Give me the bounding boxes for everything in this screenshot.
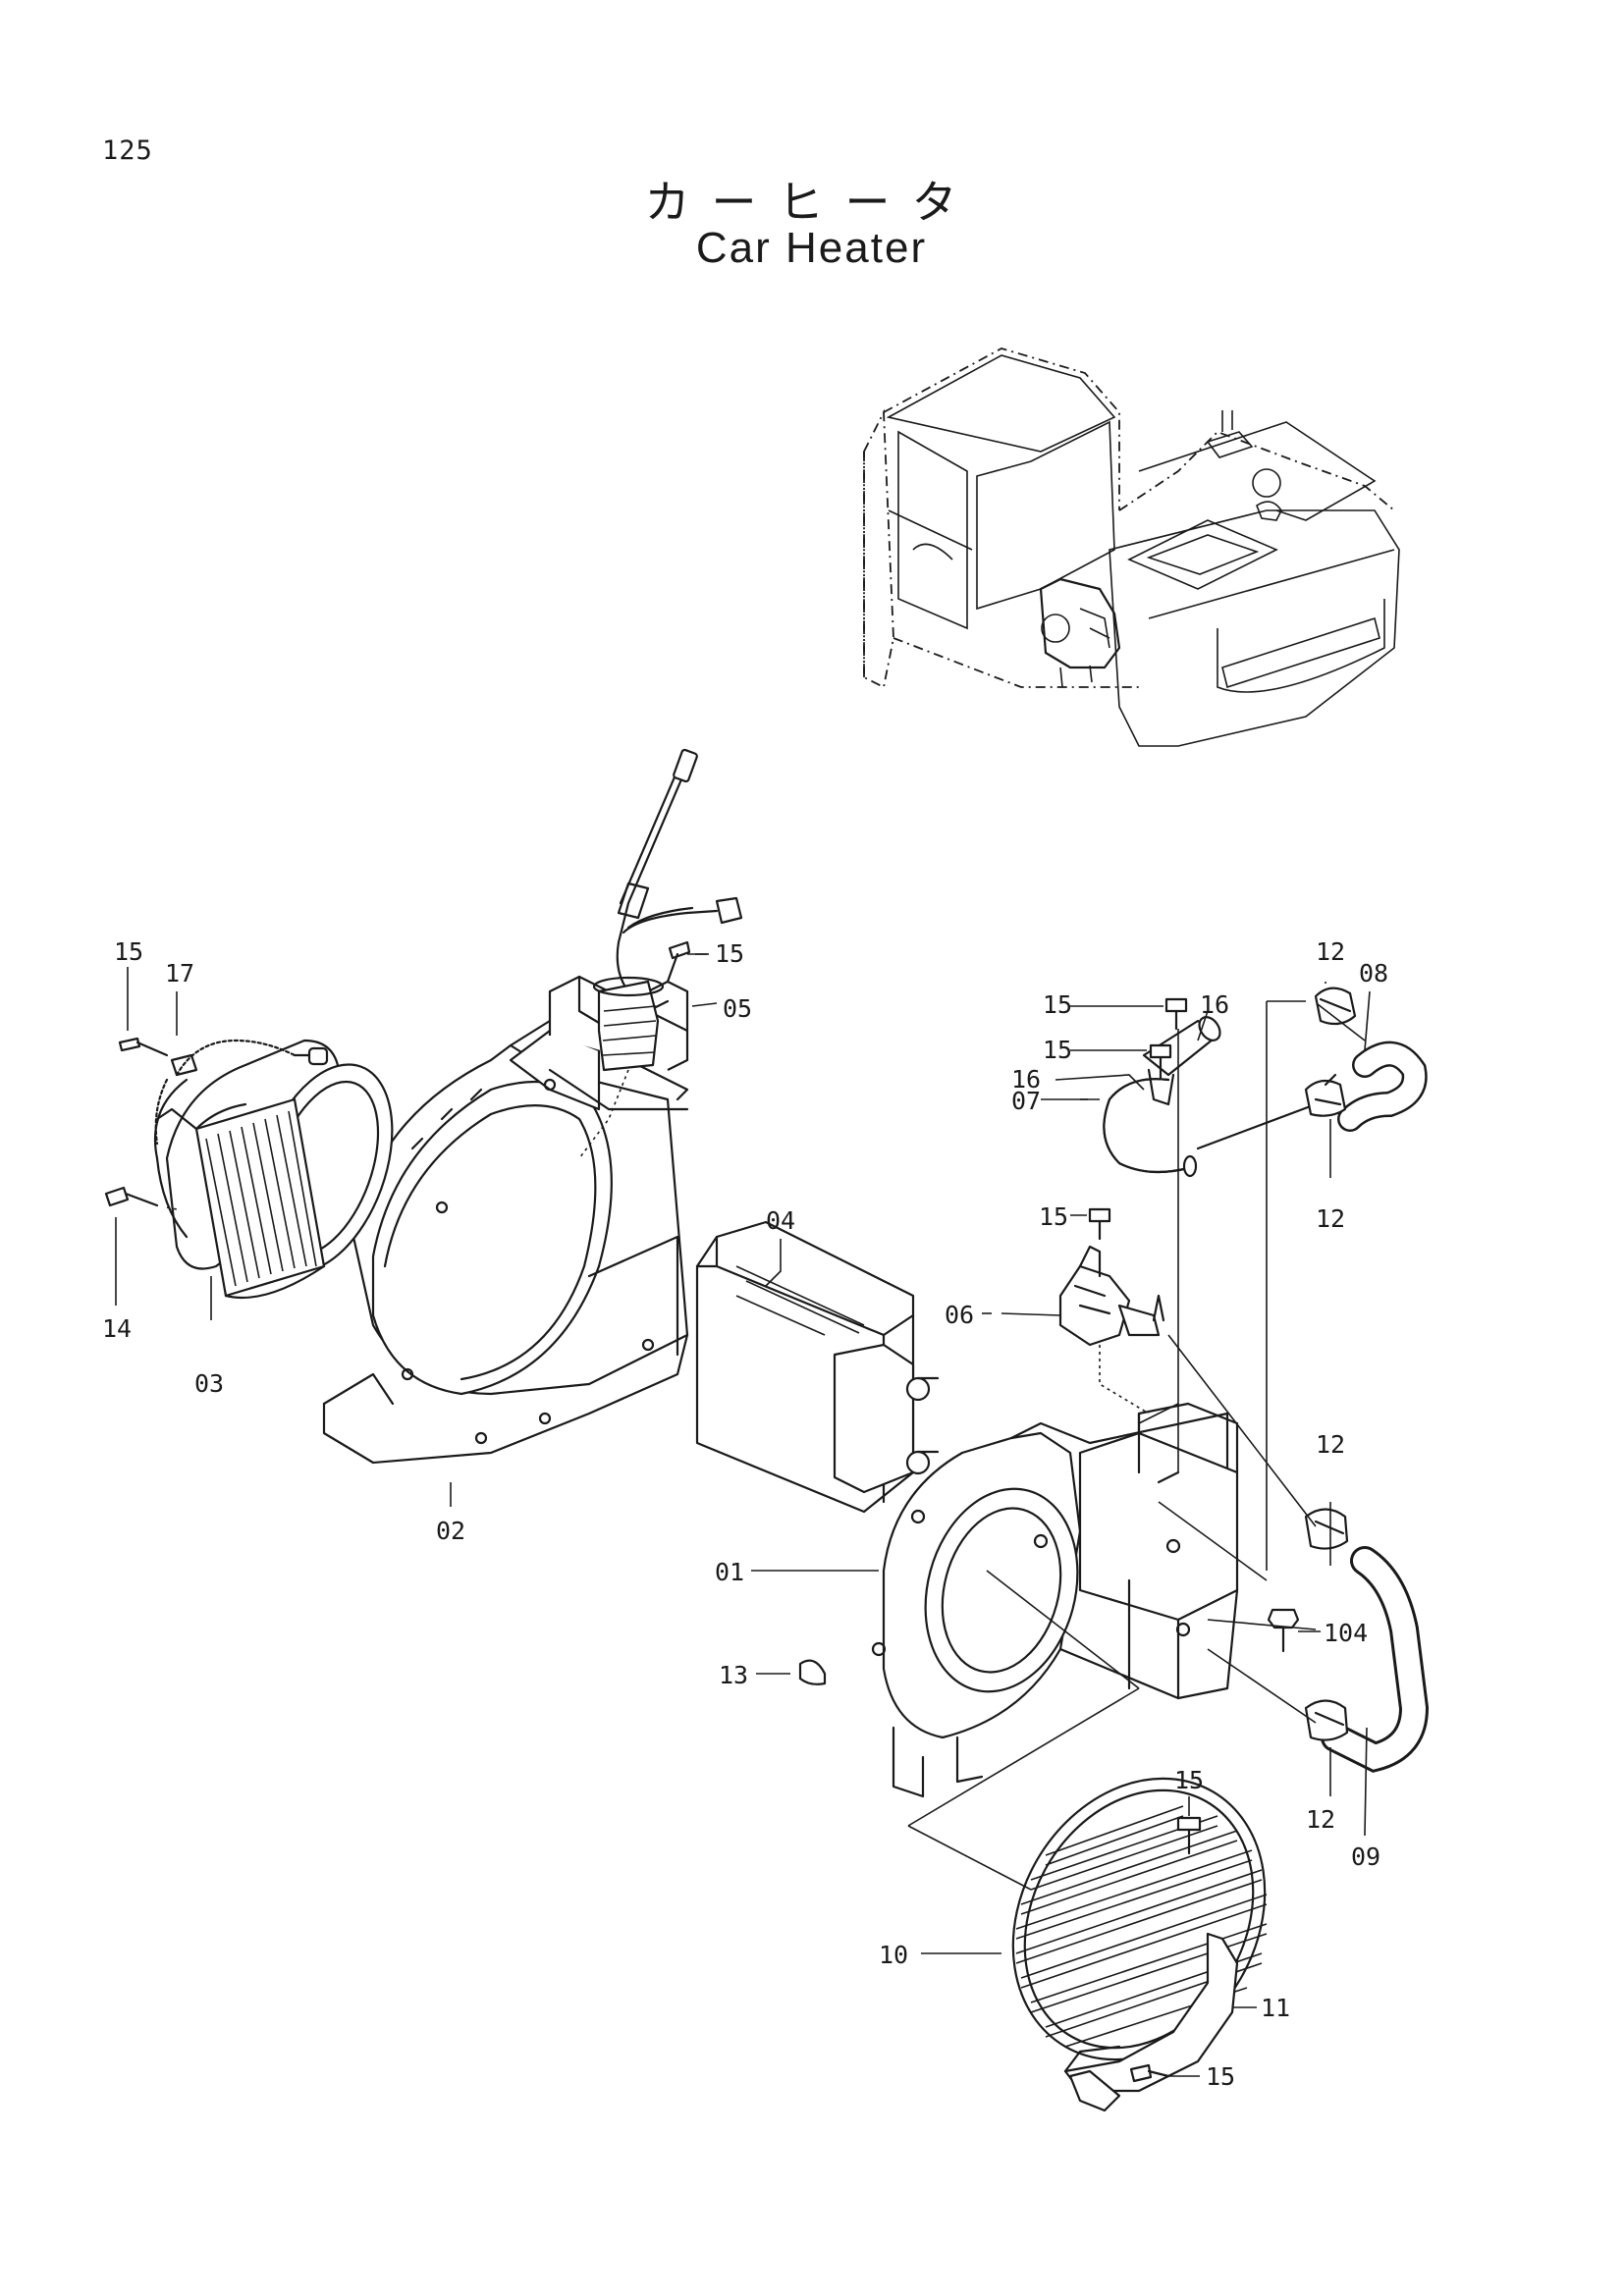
callout-15f: 15 — [1174, 1766, 1204, 1794]
callout-02: 02 — [436, 1517, 465, 1545]
title-japanese: カーヒータ — [644, 176, 979, 229]
callout-07: 07 — [1011, 1087, 1041, 1115]
part-05-control-cable — [578, 748, 743, 1159]
callout-10: 10 — [879, 1941, 908, 1969]
part-13-clip — [798, 1659, 827, 1685]
callout-12c: 12 — [1316, 1430, 1345, 1459]
callout-104: 104 — [1324, 1619, 1368, 1647]
callout-12b: 12 — [1316, 1204, 1345, 1233]
page-number: 125 — [102, 135, 153, 166]
callout-15c: 15 — [1043, 990, 1072, 1019]
part-06-water-valve — [1058, 1245, 1165, 1415]
excavator-overview-illustration — [863, 347, 1400, 747]
callout-16a: 16 — [1200, 990, 1229, 1019]
label-dashes — [695, 953, 1088, 1314]
part-07-u-pipe — [1103, 1016, 1221, 1178]
part-04-heater-core — [695, 1220, 940, 1514]
callout-03: 03 — [194, 1369, 224, 1398]
title-english: Car Heater — [695, 224, 928, 272]
callout-11: 11 — [1261, 1994, 1290, 2022]
callout-05: 05 — [723, 994, 752, 1023]
callout-17: 17 — [165, 959, 194, 988]
callout-09: 09 — [1351, 1842, 1380, 1871]
callout-15b: 15 — [715, 939, 744, 968]
callout-labels: 01 02 03 04 05 06 07 08 09 10 11 12 12 1… — [102, 937, 1388, 2091]
callout-13: 13 — [719, 1661, 748, 1689]
part-09-hose — [1321, 1546, 1430, 1773]
screws-and-bolts — [104, 940, 1300, 2083]
callout-08: 08 — [1359, 959, 1388, 988]
callout-15a: 15 — [114, 937, 143, 966]
callout-15e: 15 — [1039, 1202, 1068, 1231]
part-17-wire-harness — [154, 1039, 329, 1146]
part-11-cover — [1063, 1932, 1239, 2112]
part-12-hose-clamps — [1304, 987, 1357, 1741]
part-01-heater-case — [871, 1402, 1239, 1798]
callout-16b: 16 — [1011, 1065, 1041, 1094]
callout-14: 14 — [102, 1314, 132, 1343]
callout-06: 06 — [945, 1301, 974, 1329]
callout-15d: 15 — [1043, 1036, 1072, 1064]
callout-01: 01 — [715, 1558, 744, 1586]
callout-12a: 12 — [1316, 937, 1345, 966]
part-03-blower-fan — [153, 1039, 394, 1300]
callout-12d: 12 — [1306, 1805, 1335, 1834]
part-08-hose — [1196, 1041, 1428, 1150]
assembly-lines — [166, 1000, 1317, 1891]
callout-15g: 15 — [1206, 2062, 1235, 2091]
callout-04: 04 — [766, 1206, 795, 1235]
